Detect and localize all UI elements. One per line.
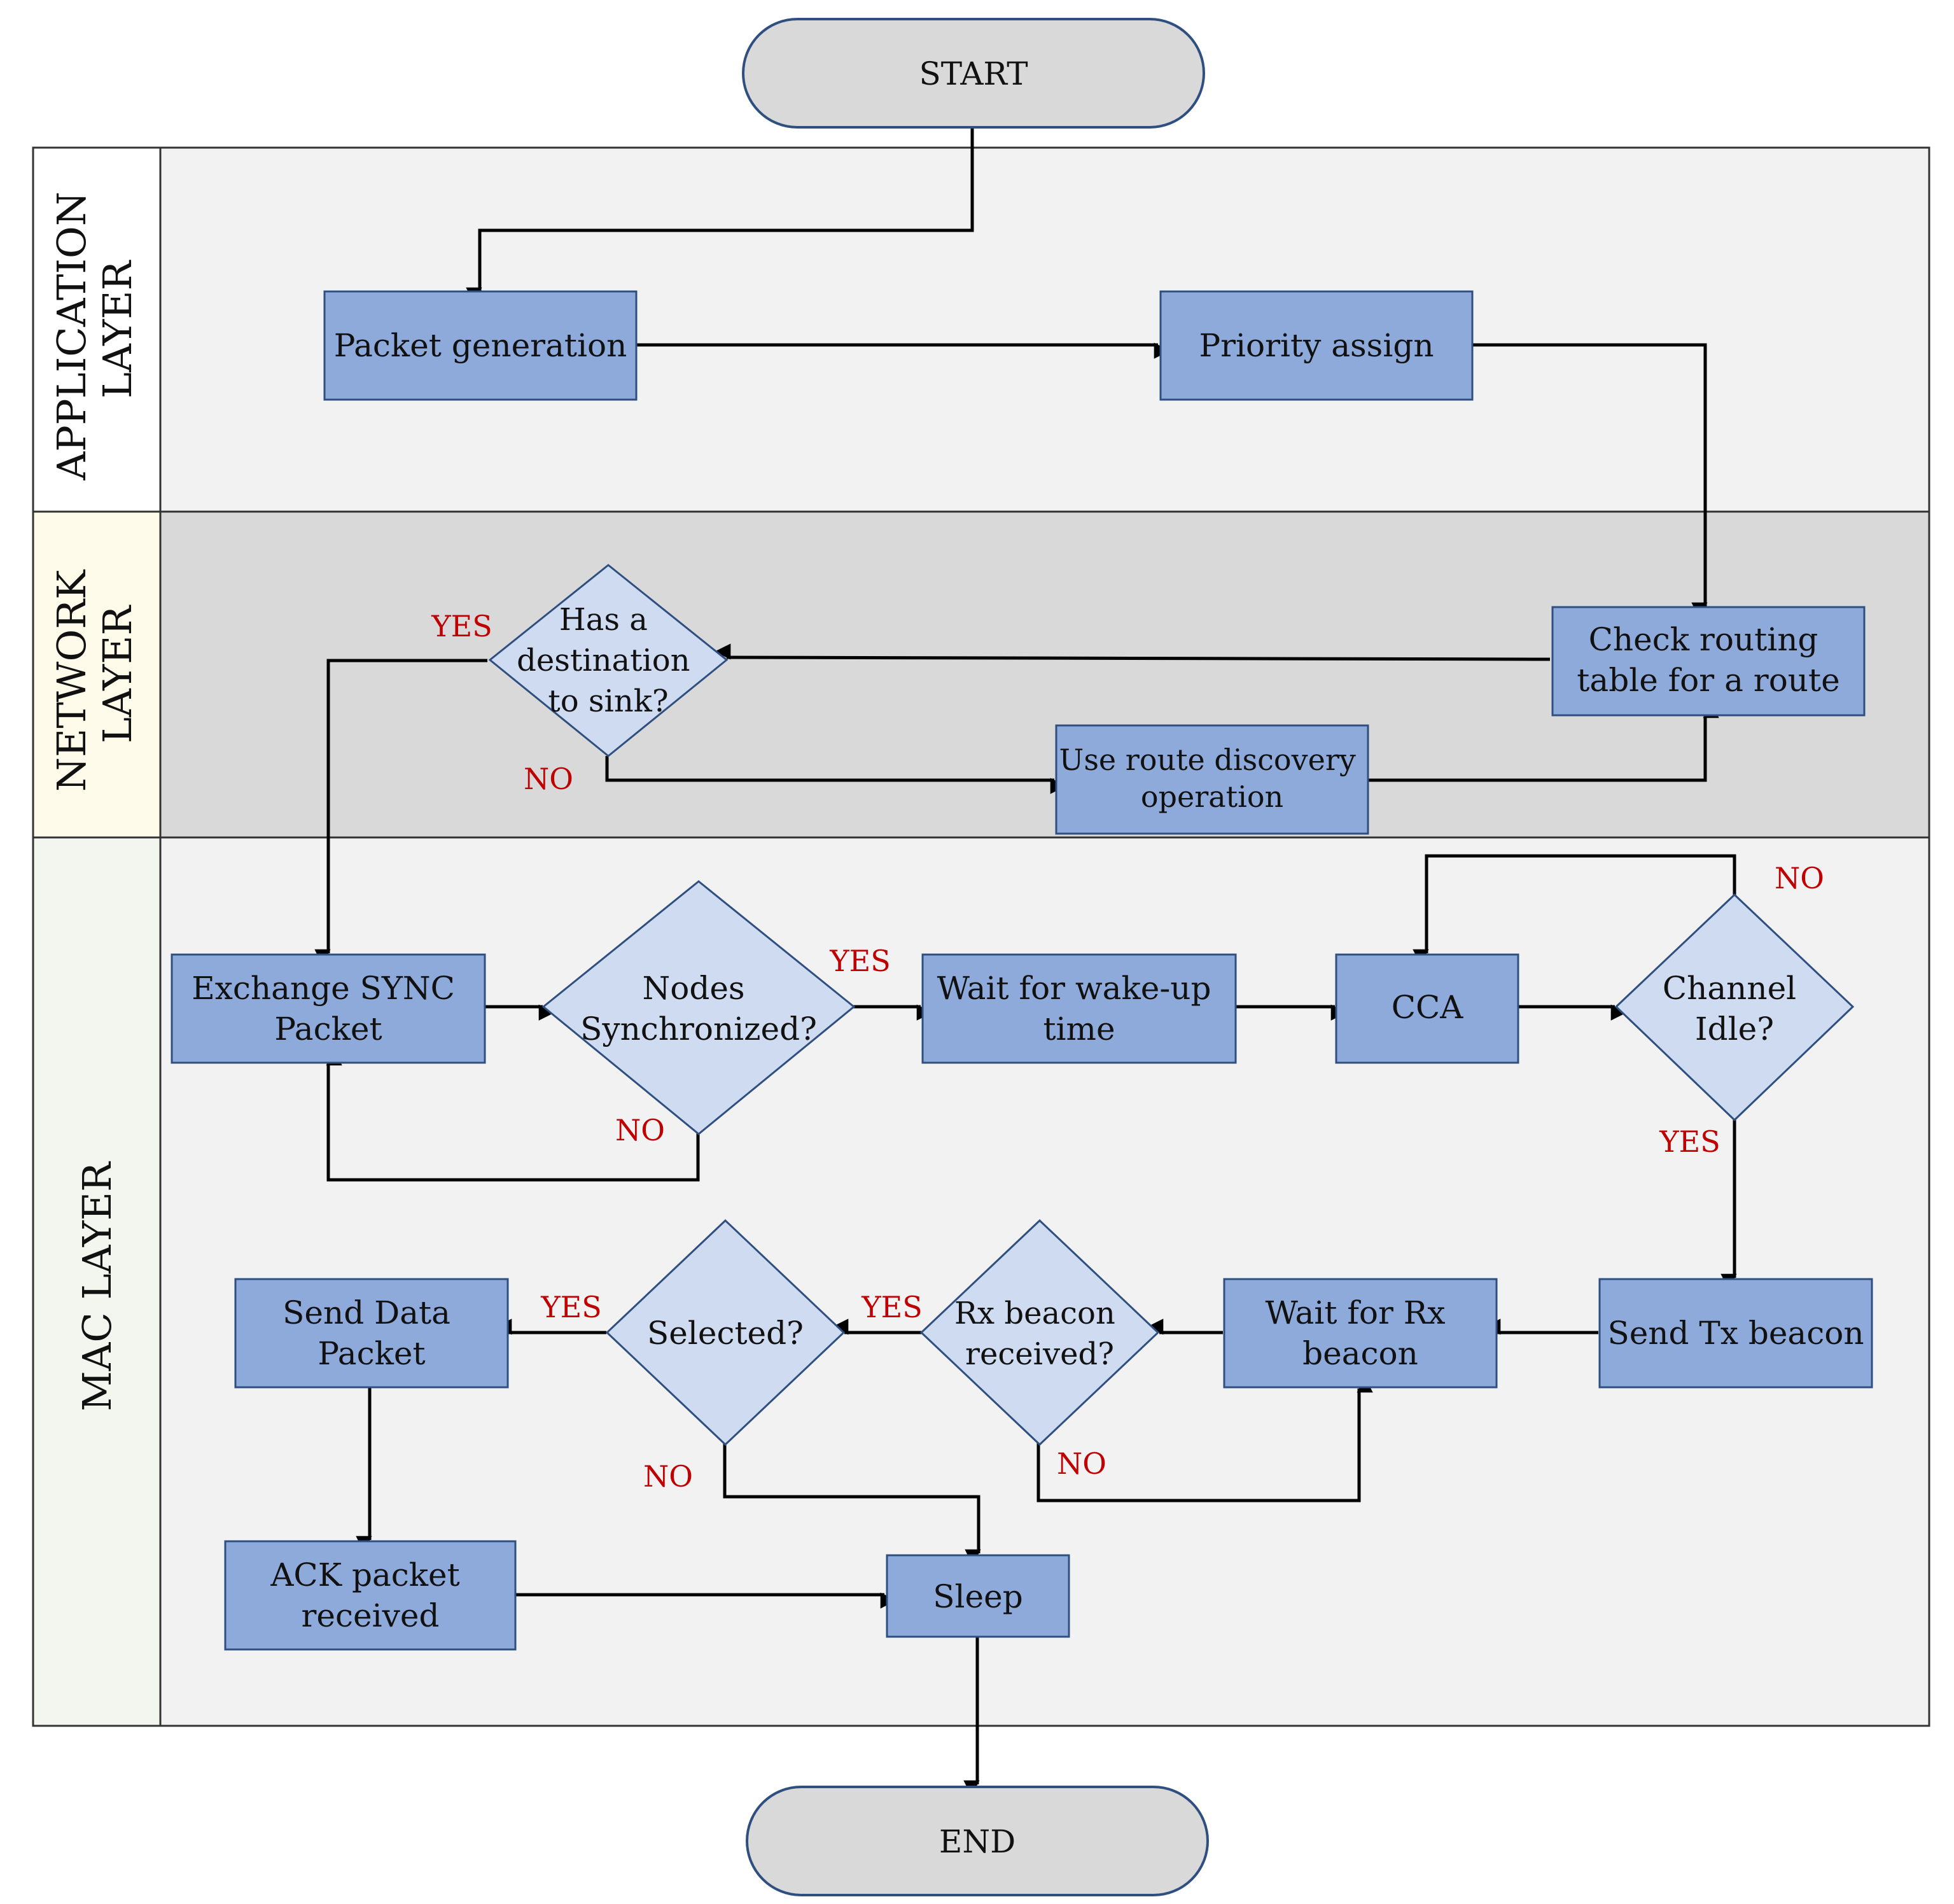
decision-nodes-synchronized: Nodes Synchronized? — [541, 880, 856, 1135]
terminal-start: START — [742, 18, 1205, 129]
connector-has-destination-yes-to-exchange-sync — [314, 659, 487, 965]
svg-text:Nodes Synchronized?: Nodes Synchronized? — [580, 970, 817, 1047]
process-sleep: Sleep — [886, 1554, 1070, 1638]
label-has-destination-yes: YES — [431, 609, 492, 643]
connector-nodes-synchronized-no-to-exchange-sync — [326, 1049, 700, 1182]
connector-has-destination-no-to-route-discovery — [605, 756, 1066, 794]
svg-text:Has a destination: Has a destination to sink? — [517, 602, 700, 719]
label-selected-yes: YES — [540, 1290, 601, 1324]
svg-text:Send Data Packet: Send Data Packet — [283, 1294, 461, 1372]
label-selected-no: NO — [643, 1459, 693, 1494]
lane-label-application-bg — [32, 146, 162, 513]
process-exchange-sync: Exchange SYNC Packet — [171, 953, 486, 1064]
connector-channel-idle-no-to-cca — [1413, 854, 1736, 965]
label-nodes-sync-yes: YES — [829, 944, 890, 978]
svg-text:Packet generation: Packet generation — [334, 327, 627, 364]
process-priority-assign: Priority assign — [1159, 290, 1474, 401]
terminal-end-shape — [746, 1786, 1209, 1896]
svg-text:Rx beacon received?: Rx beacon received? — [954, 1296, 1125, 1372]
lane-label-application: APPLICATION LAYER — [48, 179, 141, 480]
terminal-end-label: END — [939, 1823, 1015, 1860]
svg-text:Priority assign: Priority assign — [1199, 327, 1434, 364]
connector-selected-no-to-sleep — [723, 1443, 981, 1565]
process-wait-wakeup: Wait for wake-up time — [921, 953, 1237, 1064]
label-rx-beacon-no: NO — [1057, 1446, 1106, 1481]
process-packet-generation: Packet generation — [323, 290, 638, 401]
svg-text:Exchange SYNC Packet: Exchange SYNC Packet — [192, 970, 465, 1047]
process-send-data-packet: Send Data Packet — [234, 1278, 509, 1389]
connectors — [314, 127, 1737, 1796]
connector-priority-to-check-routing — [1470, 343, 1708, 619]
process-ack-packet-received: ACK packet received — [224, 1540, 517, 1651]
lane-label-mac-bg — [32, 836, 162, 1727]
decision-selected: Selected? — [605, 1219, 846, 1446]
label-rx-beacon-yes: YES — [861, 1290, 922, 1324]
branch-labels: YES NO YES NO NO YES YES NO YES NO — [431, 609, 1824, 1494]
process-wait-rx-beacon: Wait for Rx beacon — [1223, 1278, 1498, 1389]
label-nodes-sync-no: NO — [615, 1113, 665, 1147]
process-check-routing-table: Check routing table for a route — [1551, 606, 1866, 717]
decision-has-destination: Has a destination to sink? — [488, 564, 729, 757]
lane-label-network: NETWORK LAYER — [48, 557, 141, 792]
decision-rx-beacon-received: Rx beacon received? — [919, 1219, 1160, 1446]
svg-text:CCA: CCA — [1392, 989, 1464, 1026]
svg-text:Check routing table for: Check routing table for a route — [1577, 621, 1839, 699]
svg-text:Wait for wake-up time: Wait for wake-up time — [937, 970, 1222, 1047]
svg-text:Send Tx beacon: Send Tx beacon — [1607, 1315, 1864, 1352]
label-has-destination-no: NO — [524, 762, 573, 796]
connector-route-discovery-to-check-routing — [1367, 702, 1719, 782]
process-cca: CCA — [1335, 953, 1519, 1064]
terminal-end: END — [746, 1786, 1209, 1896]
svg-text:Selected?: Selected? — [647, 1315, 804, 1352]
decision-channel-idle: Channel Idle? — [1614, 893, 1855, 1122]
process-route-discovery: Use route discovery operation — [1055, 724, 1369, 835]
svg-text:Sleep: Sleep — [933, 1578, 1022, 1615]
svg-text:ACK packet received: ACK packet received — [270, 1557, 470, 1634]
connector-start-to-packet-generation — [466, 127, 974, 304]
lane-label-mac: MAC LAYER — [74, 1161, 120, 1411]
swimlane-application: APPLICATION LAYER — [32, 146, 1930, 513]
process-send-tx-beacon: Send Tx beacon — [1598, 1278, 1873, 1389]
connector-rx-beacon-no-to-wait-rx-beacon — [1036, 1376, 1373, 1502]
label-channel-idle-no: NO — [1775, 861, 1824, 895]
terminal-start-label: START — [919, 55, 1028, 92]
connector-check-routing-to-has-destination — [715, 643, 1551, 661]
label-channel-idle-yes: YES — [1659, 1124, 1720, 1159]
svg-text:Channel Idle?: Channel Idle? — [1663, 970, 1806, 1047]
terminal-start-shape — [742, 18, 1205, 129]
svg-text:Use route discovery oper: Use route discovery operation — [1059, 743, 1365, 814]
svg-text:Wait for Rx beacon: Wait for Rx beacon — [1266, 1294, 1456, 1372]
